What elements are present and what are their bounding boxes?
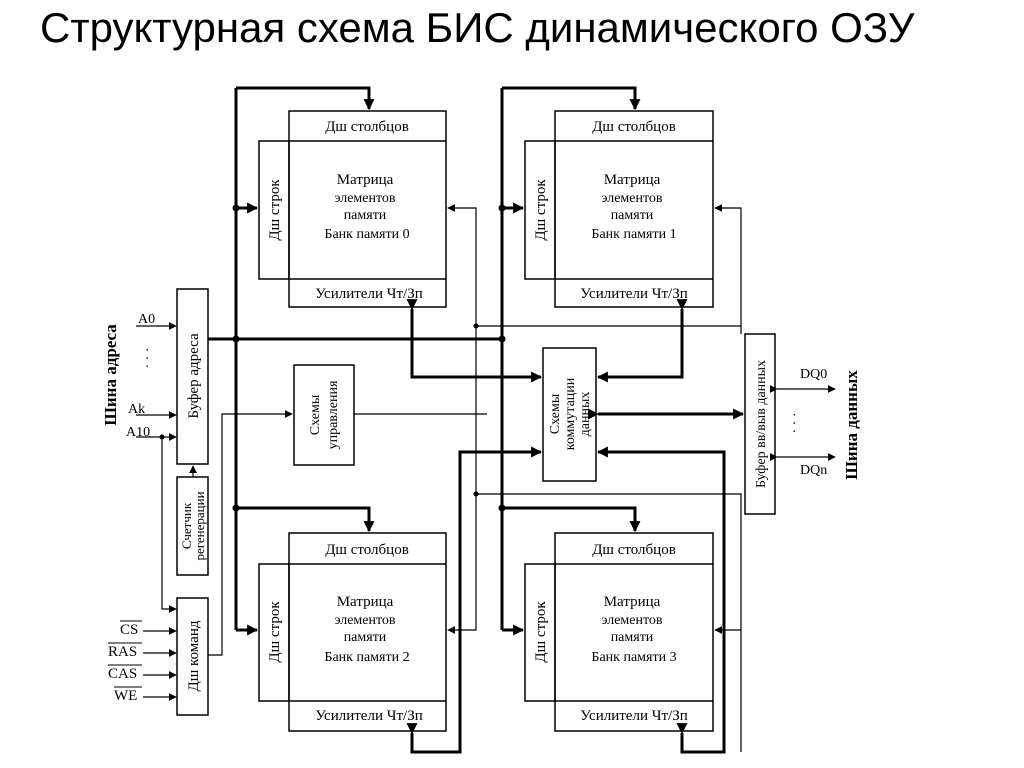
bank2-col-decoder-label: Дш столбцов <box>325 542 409 558</box>
refresh-counter-line1: Счетчик <box>179 502 194 549</box>
junction-dot <box>473 491 479 497</box>
bus-bank2-amp-to-switch <box>406 446 543 754</box>
thin-connections <box>136 204 836 752</box>
bus-to-bank1-cols <box>502 86 641 111</box>
wire-bank1-feedback <box>714 204 742 326</box>
bank3-matrix-line2: элементов <box>601 613 662 628</box>
memory-bank-1: Дш столбцов Дш строк Матрица элементов п… <box>524 110 714 308</box>
bank0-row-decoder-label: Дш строк <box>267 179 283 241</box>
bank0-matrix-line1: Матрица <box>337 172 394 188</box>
bank3-matrix-line3: памяти <box>611 630 654 645</box>
bank2-matrix-line3: памяти <box>344 630 387 645</box>
junction-dot <box>232 504 240 512</box>
bank0-row-decoder-box <box>258 140 290 280</box>
bank3-col-decoder-label: Дш столбцов <box>592 542 676 558</box>
memory-bank-2: Дш столбцов Дш строк Матрица элементов п… <box>258 532 447 732</box>
signal-cs-label: CS <box>120 622 138 638</box>
wire-bank2-feedback <box>447 494 477 634</box>
bus-to-bank2-cols <box>236 506 375 533</box>
bank0-amplifiers-label: Усилители Чт/Зп <box>315 286 423 302</box>
bank1-matrix-line2: элементов <box>601 191 662 206</box>
bank3-row-decoder-label: Дш строк <box>533 601 549 663</box>
slide-title: Структурная схема БИС динамического ОЗУ <box>40 4 915 51</box>
thick-connections <box>208 86 745 754</box>
bank1-matrix-line3: памяти <box>611 208 654 223</box>
bus-bank0-amp-to-switch <box>406 299 543 383</box>
junction-dot <box>498 204 506 212</box>
bus-bank3-amp-to-switch <box>596 446 726 754</box>
bank2-matrix-line2: элементов <box>334 613 395 628</box>
junction-dot <box>498 504 506 512</box>
bank3-amplifiers-label: Усилители Чт/Зп <box>580 708 688 724</box>
bank2-matrix-line4: Банк памяти 2 <box>324 650 409 665</box>
data-buffer-block: Буфер вв/выв данных <box>744 333 776 515</box>
bank3-matrix-line1: Матрица <box>604 594 661 610</box>
signal-ras-label: RAS <box>108 644 137 660</box>
junction-dot <box>473 323 479 329</box>
bank2-row-decoder-label: Дш строк <box>267 601 283 663</box>
bank2-row-decoder-box <box>258 563 290 702</box>
data-switching-line3: данных <box>578 392 593 437</box>
data-buffer-label: Буфер вв/выв данных <box>754 360 769 488</box>
wire-bank3-feedback <box>715 514 742 752</box>
address-buffer-box <box>176 288 209 465</box>
command-signals: CS RAS CAS WE <box>108 620 142 704</box>
data-dots: · · · <box>788 413 803 434</box>
bus-bank1-amp-to-switch <box>596 299 688 383</box>
data-bus-label: Шина данных <box>842 370 861 480</box>
signal-cas-label: CAS <box>108 666 137 682</box>
data-dq0-label: DQ0 <box>800 367 827 382</box>
command-decoder-box <box>176 597 209 716</box>
address-a10-label: A10 <box>126 425 150 440</box>
bank1-amplifiers-label: Усилители Чт/Зп <box>580 286 688 302</box>
bank1-row-decoder-box <box>524 140 556 280</box>
data-dqn-label: DQn <box>800 463 827 478</box>
bank1-matrix-line1: Матрица <box>604 172 661 188</box>
data-switching-line1: Схемы <box>548 393 563 434</box>
bank0-matrix-line3: памяти <box>344 208 387 223</box>
memory-bank-0: Дш столбцов Дш строк Матрица элементов п… <box>258 110 447 308</box>
junction-dots <box>159 204 506 512</box>
address-ak-label: Ak <box>128 402 145 417</box>
command-decoder-block: Дш команд <box>176 597 209 716</box>
wire-a10 <box>136 436 177 613</box>
address-buffer-label: Буфер адреса <box>186 333 202 419</box>
bus-to-bank0-cols <box>236 86 375 111</box>
control-circuits-box <box>293 364 355 466</box>
memory-bank-3: Дш столбцов Дш строк Матрица элементов п… <box>524 532 714 732</box>
bank1-matrix-line4: Банк памяти 1 <box>591 227 676 242</box>
junction-dot <box>232 204 240 212</box>
junction-dot <box>498 335 506 343</box>
refresh-counter-block: Счетчик регенерации <box>176 476 209 576</box>
junction-dot <box>232 335 240 343</box>
data-switching-block: Схемы коммутации данных <box>542 347 597 482</box>
address-a0-label: A0 <box>138 312 155 327</box>
control-circuits-line2: управления <box>326 380 341 449</box>
data-buffer-box <box>744 333 776 515</box>
refresh-counter-line2: регенерации <box>192 491 207 560</box>
junction-dot <box>159 434 165 440</box>
wire-cmd-to-control <box>208 410 293 656</box>
bank0-col-decoder-label: Дш столбцов <box>325 119 409 135</box>
data-switching-line2: коммутации <box>563 377 578 450</box>
bank2-amplifiers-label: Усилители Чт/Зп <box>315 708 423 724</box>
signal-we-label: WE <box>114 688 137 704</box>
control-circuits-block: Схемы управления <box>293 364 355 466</box>
bank0-matrix-line2: элементов <box>334 191 395 206</box>
bank2-matrix-line1: Матрица <box>337 594 394 610</box>
control-circuits-line1: Схемы <box>308 394 323 435</box>
wire-bank0-feedback <box>447 204 477 326</box>
bus-to-bank3-cols <box>502 506 641 533</box>
address-buffer-block: Буфер адреса <box>176 288 209 465</box>
address-dots: · · · <box>141 348 156 369</box>
address-bus-label: Шина адреса <box>101 324 120 426</box>
bank1-row-decoder-label: Дш строк <box>533 179 549 241</box>
command-decoder-label: Дш команд <box>186 620 202 691</box>
bank3-matrix-line4: Банк памяти 3 <box>591 650 676 665</box>
bank1-col-decoder-label: Дш столбцов <box>592 119 676 135</box>
wire-control-horizontal-top <box>476 325 742 334</box>
bank0-matrix-line4: Банк памяти 0 <box>324 227 409 242</box>
wire-control-horizontal-bottom <box>476 493 742 514</box>
